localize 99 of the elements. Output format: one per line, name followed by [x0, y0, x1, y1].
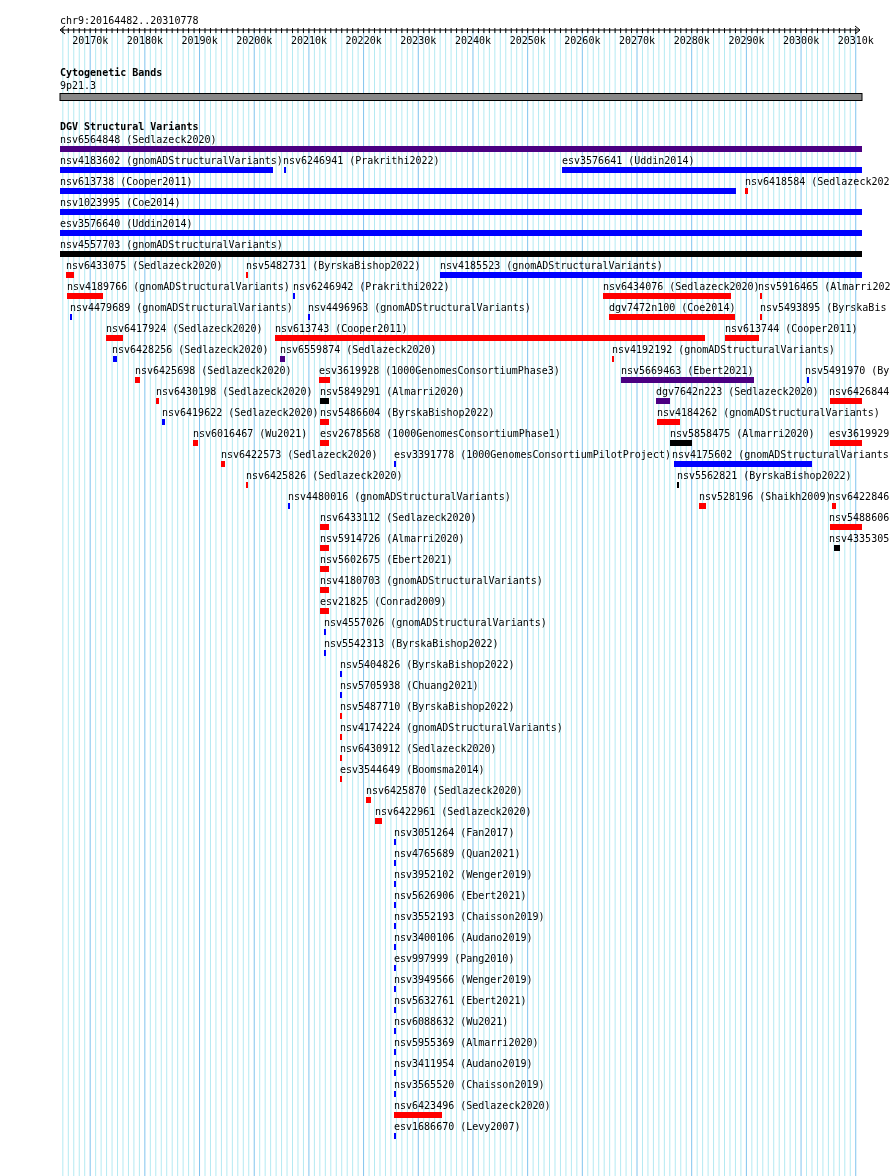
axis-tick-label: 20310k — [837, 35, 874, 47]
variant-label: nsv5955369 (Almarri2020) — [394, 1037, 539, 1049]
axis-tick-label: 20280k — [673, 35, 710, 47]
variant-label: nsv3400106 (Audano2019) — [394, 932, 533, 944]
variant-label: nsv5542313 (ByrskaBishop2022) — [324, 638, 499, 650]
variant-label: nsv4174224 (gnomADStructuralVariants) — [340, 722, 563, 734]
variant-label: nsv5488606 — [829, 512, 890, 524]
variant-label: nsv6430198 (Sedlazeck2020) — [156, 386, 313, 398]
variant-label: nsv4183602 (gnomADStructuralVariants) — [60, 155, 283, 167]
variant-label: esv3544649 (Boomsma2014) — [340, 764, 485, 776]
axis-tick-label: 20170k — [72, 35, 109, 47]
cytoband-label: 9p21.3 — [60, 80, 97, 92]
variant-label: nsv6425698 (Sedlazeck2020) — [135, 365, 292, 377]
variant-label: nsv6246942 (Prakrithi2022) — [293, 281, 450, 293]
variant-label: nsv6434076 (Sedlazeck2020) — [603, 281, 760, 293]
variant-label: nsv6417924 (Sedlazeck2020) — [106, 323, 263, 335]
track-title: Cytogenetic Bands — [60, 67, 163, 79]
variant-label: nsv4496963 (gnomADStructuralVariants) — [308, 302, 531, 314]
variant-label: nsv3565520 (Chaisson2019) — [394, 1079, 545, 1091]
variant-label: nsv5404826 (ByrskaBishop2022) — [340, 659, 515, 671]
variant-label: nsv4480016 (gnomADStructuralVariants) — [288, 491, 511, 503]
variant-label: nsv6559874 (Sedlazeck2020) — [280, 344, 437, 356]
variant-label: nsv6433075 (Sedlazeck2020) — [66, 260, 223, 272]
variant-label: nsv6423496 (Sedlazeck2020) — [394, 1100, 551, 1112]
variant-label: nsv613743 (Cooper2011) — [275, 323, 408, 335]
variant-label: nsv6422573 (Sedlazeck2020) — [221, 449, 378, 461]
axis-tick-label: 20230k — [400, 35, 437, 47]
axis-tick-label: 20290k — [728, 35, 765, 47]
variant-label: nsv5482731 (ByrskaBishop2022) — [246, 260, 421, 272]
variant-label: nsv5858475 (Almarri2020) — [670, 428, 815, 440]
variant-label: nsv3552193 (Chaisson2019) — [394, 911, 545, 923]
variant-label: nsv6418584 (Sedlazeck202 — [745, 176, 890, 188]
variant-label: nsv4557026 (gnomADStructuralVariants) — [324, 617, 547, 629]
variant-label: nsv5914726 (Almarri2020) — [320, 533, 465, 545]
variant-label: dgv7642n223 (Sedlazeck2020) — [656, 386, 819, 398]
variant-label: nsv4557703 (gnomADStructuralVariants) — [60, 239, 283, 251]
variant-label: nsv613744 (Cooper2011) — [725, 323, 858, 335]
variant-label: esv3576641 (Uddin2014) — [562, 155, 695, 167]
variant-label: nsv5849291 (Almarri2020) — [320, 386, 465, 398]
axis-tick-label: 20190k — [181, 35, 218, 47]
locus-label: chr9:20164482..20310778 — [60, 15, 199, 27]
variant-label: nsv6428256 (Sedlazeck2020) — [112, 344, 269, 356]
variant-label: esv3391778 (1000GenomesConsortiumPilotProject) — [394, 449, 671, 461]
variant-label: nsv4189766 (gnomADStructuralVariants) — [67, 281, 290, 293]
variant-label: esv21825 (Conrad2009) — [320, 596, 447, 608]
variant-label: nsv4185523 (gnomADStructuralVariants) — [440, 260, 663, 272]
variant-label: esv997999 (Pang2010) — [394, 953, 515, 965]
variant-label: dgv7472n100 (Coe2014) — [609, 302, 736, 314]
variant-label: nsv6430912 (Sedlazeck2020) — [340, 743, 497, 755]
variant-label: esv1686670 (Levy2007) — [394, 1121, 521, 1133]
axis-tick-label: 20180k — [126, 35, 163, 47]
variant-label: nsv5705938 (Chuang2021) — [340, 680, 479, 692]
variant-label: nsv4765689 (Quan2021) — [394, 848, 521, 860]
variant-label: nsv5491970 (By — [805, 365, 890, 377]
variant-label: nsv1023995 (Coe2014) — [60, 197, 181, 209]
axis-tick-label: 20270k — [619, 35, 656, 47]
variant-label: esv3619929 — [829, 428, 890, 440]
variant-label: nsv6426844 — [829, 386, 890, 398]
variant-label: nsv5916465 (Almarri202 — [758, 281, 890, 293]
axis-tick-label: 20250k — [509, 35, 546, 47]
variant-label: nsv3411954 (Audano2019) — [394, 1058, 533, 1070]
variant-label: esv3576640 (Uddin2014) — [60, 218, 193, 230]
variant-label: nsv4335305 — [829, 533, 890, 545]
axis-tick-label: 20200k — [236, 35, 273, 47]
variant-label: nsv5632761 (Ebert2021) — [394, 995, 527, 1007]
variant-label: nsv3949566 (Wenger2019) — [394, 974, 533, 986]
variant-label: nsv6088632 (Wu2021) — [394, 1016, 509, 1028]
variant-label: nsv5562821 (ByrskaBishop2022) — [677, 470, 852, 482]
axis-tick-label: 20260k — [564, 35, 601, 47]
variant-label: nsv613738 (Cooper2011) — [60, 176, 193, 188]
variant-label: nsv6433112 (Sedlazeck2020) — [320, 512, 477, 524]
variant-label: nsv5602675 (Ebert2021) — [320, 554, 453, 566]
variant-label: nsv6419622 (Sedlazeck2020) — [162, 407, 319, 419]
variant-label: nsv4192192 (gnomADStructuralVariants) — [612, 344, 835, 356]
track-title: DGV Structural Variants — [60, 121, 199, 133]
variant-label: nsv5487710 (ByrskaBishop2022) — [340, 701, 515, 713]
variant-label: nsv5486604 (ByrskaBishop2022) — [320, 407, 495, 419]
axis-tick-label: 20210k — [290, 35, 328, 47]
variant-label: nsv4175602 (gnomADStructuralVariants — [672, 449, 889, 461]
axis-tick-label: 20300k — [783, 35, 820, 47]
variant-label: nsv4180703 (gnomADStructuralVariants) — [320, 575, 543, 587]
variant-label: nsv3051264 (Fan2017) — [394, 827, 515, 839]
variant-label: nsv6422846 — [829, 491, 890, 503]
variant-label: nsv6422961 (Sedlazeck2020) — [375, 806, 532, 818]
variant-label: nsv3952102 (Wenger2019) — [394, 869, 533, 881]
variant-label: nsv5493895 (ByrskaBis — [760, 302, 887, 314]
variant-label: nsv6425826 (Sedlazeck2020) — [246, 470, 403, 482]
axis-tick-label: 20220k — [345, 35, 382, 47]
variant-label: nsv5669463 (Ebert2021) — [621, 365, 754, 377]
variant-label: nsv4479689 (gnomADStructuralVariants) — [70, 302, 293, 314]
variant-label: esv2678568 (1000GenomesConsortiumPhase1) — [320, 428, 561, 440]
axis-tick-label: 20240k — [454, 35, 492, 47]
variant-label: nsv6425870 (Sedlazeck2020) — [366, 785, 523, 797]
variant-label: esv3619928 (1000GenomesConsortiumPhase3) — [319, 365, 560, 377]
variant-label: nsv4184262 (gnomADStructuralVariants) — [657, 407, 880, 419]
variant-label: nsv6246941 (Prakrithi2022) — [283, 155, 440, 167]
variant-label: nsv5626906 (Ebert2021) — [394, 890, 527, 902]
variant-label: nsv6564848 (Sedlazeck2020) — [60, 134, 217, 146]
variant-label: nsv6016467 (Wu2021) — [193, 428, 308, 440]
